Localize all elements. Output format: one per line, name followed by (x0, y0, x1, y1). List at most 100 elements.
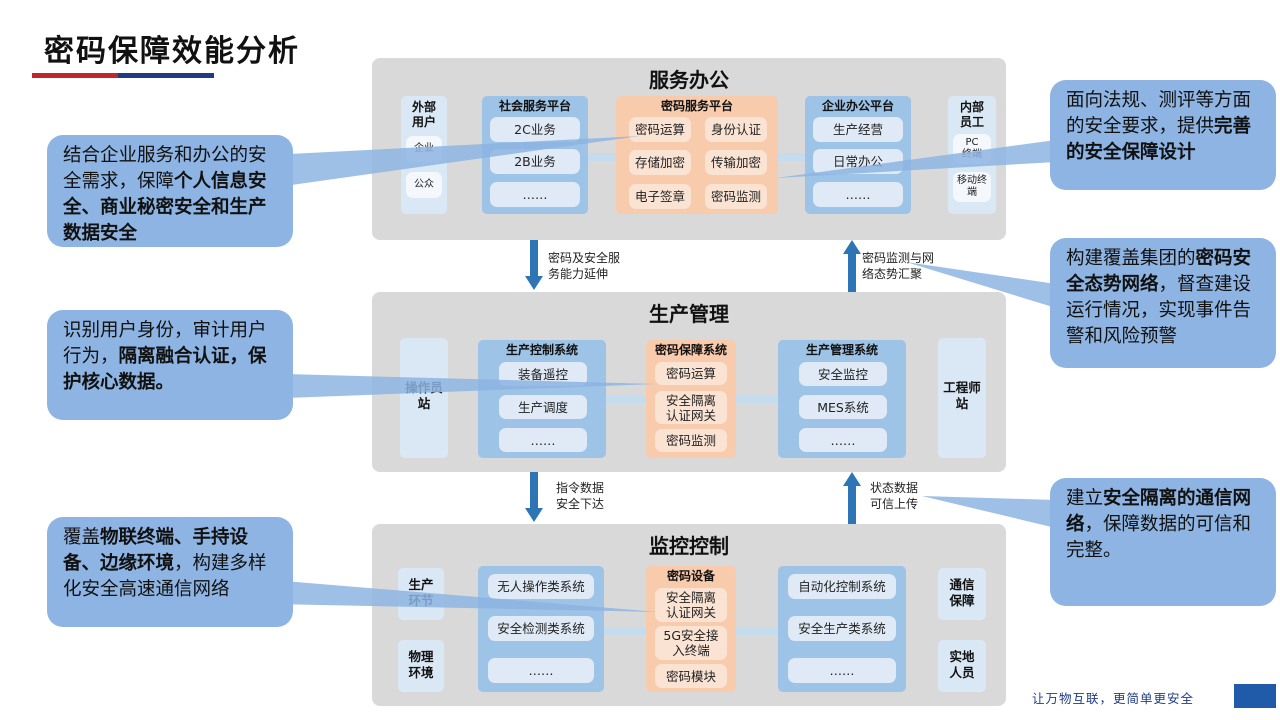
crypto-guarantee-item: 密码监测 (655, 429, 727, 452)
physical-environment-label-box: 物理 环境 (398, 640, 444, 692)
crypto-device-item: 密码模块 (655, 664, 727, 688)
callout-personal-info-security: 结合企业服务和办公的安全需求，保障个人信息安全、商业秘密安全和生产数据安全 (47, 135, 293, 247)
production-control-item: …… (499, 428, 587, 452)
crypto-guarantee-title: 密码保障系统 (654, 343, 727, 357)
callout-isolated-network: 建立安全隔离的通信网络，保障数据的可信和完整。 (1050, 478, 1276, 606)
callout-text-segment: 安全隔离的通信网络 (1066, 488, 1252, 535)
production-management-system: 生产管理系统 安全监控 MES系统 …… (778, 340, 906, 458)
production-control-item: 生产调度 (499, 395, 587, 419)
down-arrow-shaft (530, 240, 538, 278)
callout-iot-coverage: 覆盖物联终端、手持设备、边缘环境，构建多样化安全高速通信网络 (47, 517, 293, 627)
crypto-service-item: 存储加密 (629, 150, 691, 175)
crypto-guarantee-system: 密码保障系统 密码运算 安全隔离 认证网关 密码监测 (646, 340, 736, 458)
callout-text-segment: 面向法规、测评等方面的安全要求，提供 (1066, 90, 1252, 137)
crypto-service-item: 密码监测 (705, 184, 767, 209)
crypto-service-item: 电子签章 (629, 184, 691, 209)
callout-text-segment: 隔离融合认证，保护核心数据。 (63, 346, 267, 393)
external-users-title: 外部 用户 (411, 100, 436, 129)
production-management-item: …… (799, 428, 887, 452)
internal-staff-item: 移动终 端 (953, 172, 991, 202)
callout-text-segment: ，构建多样化安全高速通信网络 (63, 553, 267, 600)
callout-text-segment: 密码安全态势网络 (1066, 248, 1252, 295)
monitoring-layer-title: 监控控制 (649, 534, 729, 558)
communication-guarantee-label-box: 通信 保障 (938, 568, 986, 620)
callout-pointer-3 (272, 580, 658, 612)
up-arrow-label: 密码监测与网 络态势汇聚 (862, 251, 935, 281)
production-control-title: 生产控制系统 (505, 343, 578, 357)
connector-line (606, 395, 646, 403)
up-arrow-icon (843, 472, 861, 486)
connector-line (736, 627, 778, 635)
communication-guarantee-label: 通信 保障 (949, 577, 975, 608)
crypto-service-item: 传输加密 (705, 150, 767, 175)
up-arrow-label: 状态数据 可信上传 (870, 481, 919, 511)
connector-line (588, 153, 616, 161)
callout-text-segment: ，督查建设运行情况，实现事件告警和风险预警 (1066, 274, 1252, 347)
social-platform-item: 2C业务 (490, 117, 580, 142)
callout-pointer-6 (922, 496, 1056, 528)
production-layer-title: 生产管理 (649, 302, 729, 326)
down-arrow-icon (525, 508, 543, 522)
callout-text-segment: 完善的安全保障设计 (1066, 116, 1252, 163)
down-arrow-icon (525, 276, 543, 290)
crypto-devices-group: 密码设备 安全隔离 认证网关 5G安全接 入终端 密码模块 (646, 566, 736, 692)
up-arrow-shaft (848, 486, 856, 524)
crypto-device-item: 安全隔离 认证网关 (655, 588, 727, 622)
page-title: 密码保障效能分析 (44, 34, 300, 69)
right-monitoring-system: 自动化控制系统 安全生产类系统 …… (778, 566, 906, 692)
callout-text-segment: 建立 (1066, 488, 1104, 509)
left-monitoring-system: 无人操作类系统 安全检测类系统 …… (478, 566, 604, 692)
social-platform-title: 社会服务平台 (498, 99, 571, 113)
production-control-system: 生产控制系统 装备遥控 生产调度 …… (478, 340, 606, 458)
callout-pointer-2 (286, 374, 656, 398)
callout-text-segment: 物联终端、手持设备、边缘环境 (63, 527, 249, 574)
corner-decoration (1234, 684, 1276, 708)
engineer-station: 工程师 站 (938, 338, 986, 458)
callout-text-segment: 识别用户身份，审计用户行为， (63, 320, 267, 367)
crypto-service-platform-title: 密码服务平台 (660, 99, 733, 113)
callout-identity-audit: 识别用户身份，审计用户行为，隔离融合认证，保护核心数据。 (47, 310, 293, 420)
left-monitoring-item: …… (488, 658, 594, 683)
connector-line (778, 153, 805, 161)
down-arrow-label: 密码及安全服 务能力延伸 (548, 251, 621, 281)
production-management-title: 生产管理系统 (805, 343, 878, 357)
crypto-service-platform-group: 密码服务平台 密码运算 身份认证 存储加密 传输加密 电子签章 密码监测 (616, 96, 778, 214)
production-management-item: 安全监控 (799, 362, 887, 386)
enterprise-platform-title: 企业办公平台 (821, 99, 894, 113)
callout-text-segment: 构建覆盖集团的 (1066, 248, 1196, 269)
left-monitoring-item: 无人操作类系统 (488, 574, 594, 599)
engineer-station-label: 工程师 站 (943, 380, 981, 411)
production-management-item: MES系统 (799, 395, 887, 419)
internal-staff-title: 内部 员工 (959, 100, 984, 129)
up-arrow-shaft (848, 254, 856, 292)
title-underline-red (32, 73, 118, 78)
crypto-service-item: 身份认证 (705, 117, 767, 142)
down-arrow-shaft (530, 472, 538, 510)
crypto-guarantee-item: 密码运算 (655, 362, 727, 385)
right-monitoring-item: 自动化控制系统 (788, 574, 896, 599)
callout-text-segment: 覆盖 (63, 527, 101, 548)
social-platform-item: …… (490, 182, 580, 207)
crypto-devices-title: 密码设备 (666, 569, 715, 583)
enterprise-platform-item: …… (813, 182, 903, 207)
crypto-service-item: 密码运算 (629, 117, 691, 142)
callout-compliance-design: 面向法规、测评等方面的安全要求，提供完善的安全保障设计 (1050, 80, 1276, 190)
right-monitoring-item: …… (788, 658, 896, 683)
crypto-device-item: 5G安全接 入终端 (655, 626, 727, 660)
callout-text-segment: ，保障数据的可信和完整。 (1066, 514, 1252, 561)
down-arrow-label: 指令数据 安全下达 (556, 481, 605, 511)
crypto-guarantee-item: 安全隔离 认证网关 (655, 391, 727, 424)
connector-line (604, 627, 646, 635)
callout-pointer-4 (776, 140, 1056, 178)
enterprise-platform-item: 生产经营 (813, 117, 903, 142)
physical-environment-label: 物理 环境 (408, 649, 434, 680)
up-arrow-icon (843, 240, 861, 254)
callout-text-segment: 个人信息安全、商业秘密安全和生产数据安全 (63, 171, 267, 244)
callout-situation-network: 构建覆盖集团的密码安全态势网络，督查建设运行情况，实现事件告警和风险预警 (1050, 238, 1276, 368)
field-personnel-label: 实地 人员 (949, 649, 975, 680)
slogan: 让万物互联，更简单更安全 (1032, 691, 1195, 706)
callout-text-segment: 结合企业服务和办公的安全需求，保障 (63, 145, 267, 192)
callout-pointer-5 (906, 262, 1056, 308)
connector-line (736, 395, 778, 403)
